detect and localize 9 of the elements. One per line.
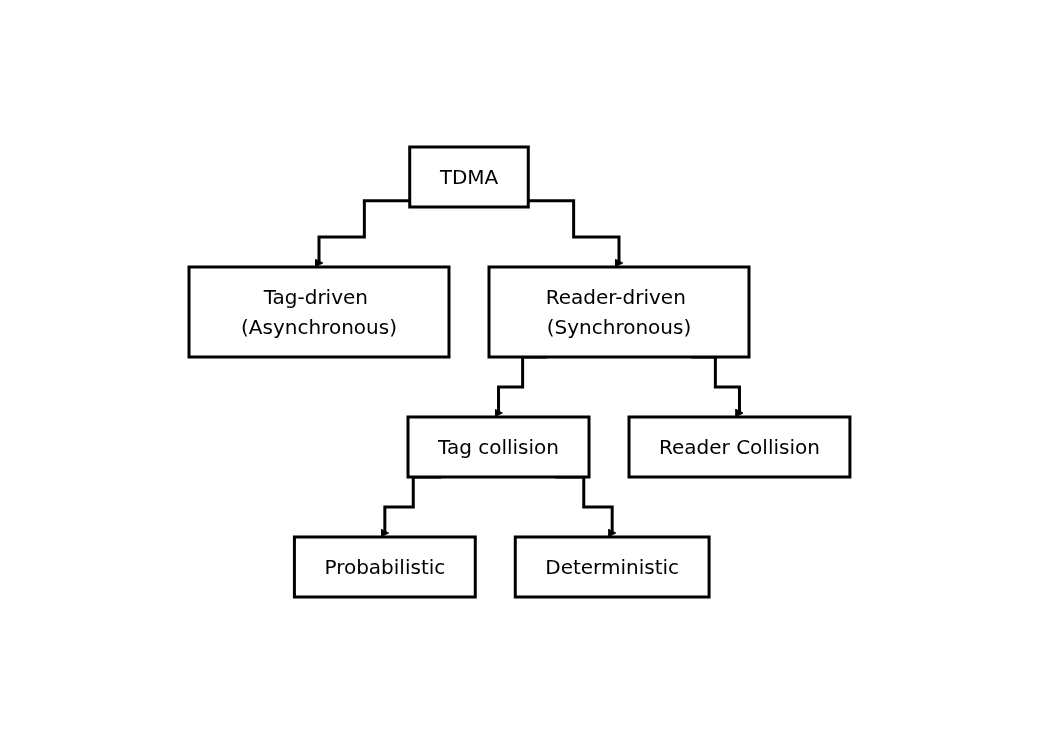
node-box: Tag collision: [406, 415, 591, 478]
node-box: Reader-driven (Synchronous): [487, 265, 751, 358]
node-box: TDMA: [408, 145, 530, 208]
arrow: [528, 198, 624, 267]
node-box: Probabilistic: [292, 535, 477, 598]
arrow: [314, 198, 410, 267]
node-box: Deterministic: [513, 535, 711, 598]
node-box: Reader Collision: [627, 415, 852, 478]
node-box: Tag-driven (Asynchronous): [187, 265, 451, 358]
